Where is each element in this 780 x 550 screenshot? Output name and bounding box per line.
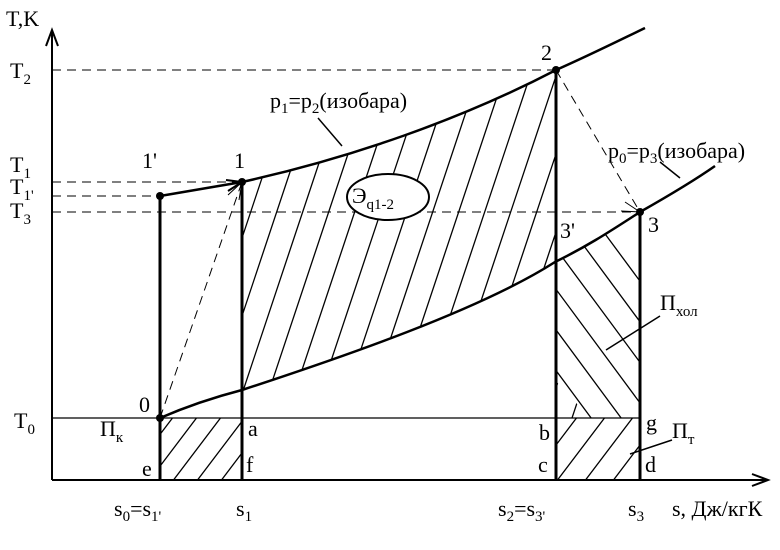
- point-3: [636, 208, 644, 216]
- hatch-line: [555, 212, 601, 418]
- label-point-c: c: [538, 452, 548, 477]
- hatch-line: [437, 70, 569, 418]
- guide-lines: [52, 69, 641, 419]
- isobars: [159, 26, 716, 420]
- hatch-line: [556, 418, 578, 447]
- label-point-1prime: 1': [142, 148, 157, 173]
- hatch-line: [100, 40, 230, 430]
- hatch-line: [411, 70, 543, 418]
- x-tick-s3: s3: [628, 496, 644, 525]
- x-axis-label: s, Дж/кгК: [672, 496, 763, 521]
- t-area-hatching: [556, 416, 746, 482]
- hatch-line: [515, 70, 590, 418]
- dashed-2-to-3: [555, 69, 641, 213]
- hatch-line: [172, 418, 222, 480]
- pointer-t: [629, 439, 673, 455]
- hatch-line: [242, 70, 283, 418]
- y-tick-T0: T0: [14, 408, 35, 438]
- point-0: [156, 414, 164, 422]
- label-point-f: f: [246, 452, 254, 477]
- dashed-0-to-1: [159, 181, 243, 419]
- point-2: [552, 66, 560, 74]
- x-tick-s2-s3prime: s2=s3': [498, 496, 546, 525]
- label-point-d: d: [645, 452, 656, 477]
- label-point-3prime: 3': [560, 218, 575, 243]
- x-tick-s0-s1prime: s0=s1': [114, 496, 162, 525]
- process-1prime-1: [159, 180, 243, 198]
- point-1prime: [156, 192, 164, 200]
- axes: [45, 27, 771, 487]
- hatch-line: [584, 418, 634, 480]
- hatch-line: [160, 418, 198, 468]
- hatch-line: [556, 418, 606, 480]
- y-tick-T1prime: T1': [10, 174, 34, 204]
- label-point-1: 1: [234, 148, 245, 173]
- label-point-e: e: [142, 456, 152, 481]
- pointer-lines: [317, 117, 681, 455]
- vertical-lines: [158, 70, 642, 480]
- y-tick-T3: T3: [10, 198, 31, 228]
- pointer-isobar-lower: [659, 161, 681, 179]
- hatch-line: [268, 416, 318, 482]
- cold-area-label: Пхол: [660, 290, 698, 320]
- y-axis-label: T,K: [6, 6, 39, 31]
- y-axis-arrow: [45, 27, 59, 47]
- hatch-line: [242, 70, 257, 418]
- isobar-p1-p2: [241, 26, 646, 184]
- state-points: [156, 66, 644, 422]
- x-axis-arrow: [751, 473, 771, 487]
- hatch-line: [160, 418, 174, 436]
- hatch-line: [555, 212, 640, 418]
- hatch-line: [555, 212, 631, 418]
- k-area-hatching: [160, 416, 318, 482]
- t-area-label: Пт: [672, 418, 695, 448]
- work-area-label: Эq1-2: [352, 183, 394, 213]
- y-tick-T1: T1: [10, 152, 31, 182]
- isobar-lower-label: p0=p3(изобара): [608, 138, 745, 167]
- hatch-line: [594, 40, 724, 430]
- pointer-isobar-upper: [317, 117, 343, 147]
- y-tick-T2: T2: [10, 58, 31, 88]
- hatch-line: [242, 70, 335, 418]
- hatch-line: [310, 200, 480, 430]
- label-point-2: 2: [541, 40, 552, 65]
- hatch-line: [370, 200, 540, 430]
- x-tick-s1: s1: [236, 496, 252, 525]
- hatch-line: [579, 212, 640, 418]
- label-point-a: a: [248, 416, 258, 441]
- hatch-line: [612, 443, 640, 480]
- pointer-cold: [605, 315, 661, 351]
- hatch-line: [696, 416, 746, 482]
- isobar-upper-label: p1=p2(изобара): [270, 88, 407, 117]
- work-label-ellipse: [346, 173, 430, 221]
- k-area-label: Пк: [100, 416, 124, 446]
- hatch-line: [555, 212, 640, 418]
- hatch-line: [220, 451, 242, 480]
- hatch-line: [196, 420, 242, 480]
- label-point-g: g: [646, 410, 657, 435]
- label-point-b: b: [539, 420, 550, 445]
- label-point-0: 0: [139, 392, 150, 417]
- label-point-3: 3: [648, 212, 659, 237]
- point-1: [238, 178, 246, 186]
- isobar-p0-p3: [159, 164, 716, 420]
